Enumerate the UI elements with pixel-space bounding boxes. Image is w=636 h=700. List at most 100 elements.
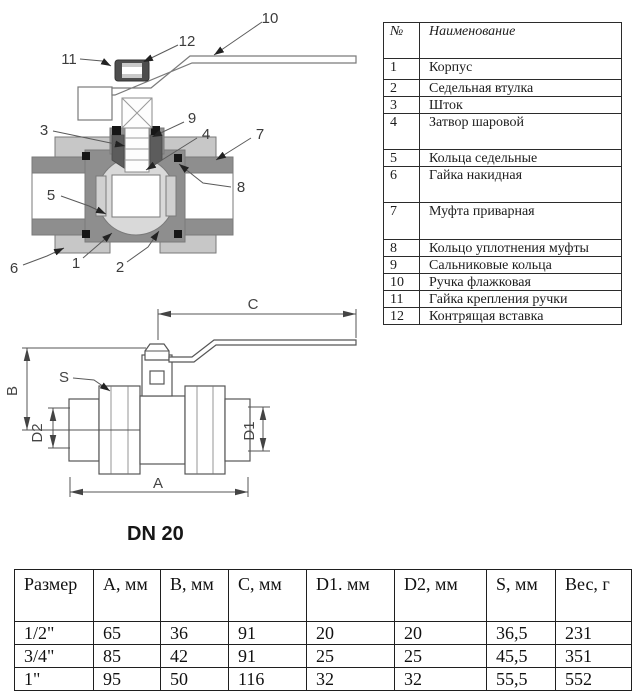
spec-cell: 85 bbox=[93, 644, 161, 668]
stem-nut-outline bbox=[144, 343, 170, 361]
dim-label-b: B bbox=[4, 386, 21, 396]
spec-cell: 1/2" bbox=[14, 621, 94, 645]
leader-line-1 bbox=[82, 232, 113, 259]
spec-cell: 91 bbox=[228, 644, 307, 668]
part-name: Седельная втулка bbox=[419, 79, 622, 97]
spec-header-d2: D2, мм bbox=[394, 569, 487, 622]
spec-cell: 231 bbox=[555, 621, 632, 645]
valve-stem bbox=[121, 97, 153, 173]
callout-2-label: 2 bbox=[116, 259, 124, 276]
leader-line-7 bbox=[215, 137, 252, 161]
spec-cell: 20 bbox=[306, 621, 395, 645]
part-num: 5 bbox=[383, 149, 420, 167]
leader-line-10 bbox=[213, 21, 263, 56]
ball-bore bbox=[111, 174, 161, 218]
spec-header-c: C, мм bbox=[228, 569, 307, 622]
spec-cell: 3/4" bbox=[14, 644, 94, 668]
leader-line-4 bbox=[145, 137, 198, 171]
leader-line-6 bbox=[22, 247, 65, 266]
part-name: Муфта приварная bbox=[419, 202, 622, 240]
part-name: Корпус bbox=[419, 58, 622, 80]
part-name: Кольца седельные bbox=[419, 149, 622, 167]
part-num: 11 bbox=[383, 290, 420, 308]
spec-cell: 116 bbox=[228, 667, 307, 691]
callout-3-label: 3 bbox=[40, 122, 48, 139]
spec-header-row: Размер A, мм B, мм C, мм D1. мм D2, мм S… bbox=[14, 569, 632, 622]
part-num: 2 bbox=[383, 79, 420, 97]
callout-7-label: 7 bbox=[256, 126, 264, 143]
callout-12-label: 12 bbox=[179, 33, 196, 50]
spec-table: Размер A, мм B, мм C, мм D1. мм D2, мм S… bbox=[14, 569, 632, 691]
valve-handle bbox=[77, 55, 357, 121]
part-name: Кольцо уплотнения муфты bbox=[419, 239, 622, 257]
spec-header-d1: D1. мм bbox=[306, 569, 395, 622]
handle-lever bbox=[111, 55, 357, 96]
pipe-stub-right bbox=[224, 398, 251, 462]
dim-label-d2: D2 bbox=[29, 423, 46, 442]
part-name: Шток bbox=[419, 96, 622, 114]
spec-cell: 351 bbox=[555, 644, 632, 668]
stem-housing-hole bbox=[149, 370, 165, 385]
callout-labels: 1 2 3 4 5 6 7 8 9 10 11 12 bbox=[10, 10, 279, 277]
part-name: Сальниковые кольца bbox=[419, 256, 622, 274]
callout-6-label: 6 bbox=[10, 260, 18, 277]
part-name: Гайка крепления ручки bbox=[419, 290, 622, 308]
dimension-lines: C B S D2 D1 A bbox=[4, 296, 357, 497]
part-num: 1 bbox=[383, 58, 420, 80]
leader-line-5 bbox=[60, 195, 107, 215]
spec-header-size: Размер bbox=[14, 569, 94, 622]
leader-line-9 bbox=[151, 121, 185, 138]
dim-label-c: C bbox=[248, 296, 259, 313]
part-num: 9 bbox=[383, 256, 420, 274]
spec-header-weight: Вес, г bbox=[555, 569, 632, 622]
callout-11-label: 11 bbox=[61, 51, 77, 68]
valve-outline bbox=[62, 339, 357, 475]
spec-cell: 55,5 bbox=[486, 667, 556, 691]
handle-grip-plate bbox=[77, 86, 113, 121]
callout-8-label: 8 bbox=[237, 179, 245, 196]
seat-ring-left bbox=[95, 175, 107, 217]
hex-nut-right bbox=[184, 385, 226, 475]
part-num: 10 bbox=[383, 273, 420, 291]
part-name: Гайка накидная bbox=[419, 166, 622, 203]
spec-cell: 25 bbox=[306, 644, 395, 668]
leader-line-s bbox=[72, 377, 111, 392]
spec-cell: 95 bbox=[93, 667, 161, 691]
part-name: Затвор шаровой bbox=[419, 113, 622, 150]
part-num: 4 bbox=[383, 113, 420, 150]
table-row: 3/4" 85 42 91 25 25 45,5 351 bbox=[14, 644, 632, 668]
spec-cell: 36 bbox=[160, 621, 229, 645]
leader-line-2 bbox=[126, 230, 160, 263]
dim-label-a: A bbox=[153, 475, 163, 492]
dimension-drawing: C B S D2 D1 A DN 20 bbox=[4, 296, 357, 545]
callout-1-label: 1 bbox=[72, 255, 80, 272]
part-num: 6 bbox=[383, 166, 420, 203]
dim-label-s: S bbox=[59, 369, 69, 386]
callout-9-label: 9 bbox=[188, 110, 196, 127]
spec-cell: 32 bbox=[306, 667, 395, 691]
spec-header-b: B, мм bbox=[160, 569, 229, 622]
spec-header-a: A, мм bbox=[93, 569, 161, 622]
part-num: 3 bbox=[383, 96, 420, 114]
part-num: 8 bbox=[383, 239, 420, 257]
part-name: Контрящая вставка bbox=[419, 307, 622, 325]
dim-label-d1: D1 bbox=[241, 421, 258, 440]
callout-10-label: 10 bbox=[262, 10, 279, 27]
part-num: 12 bbox=[383, 307, 420, 325]
spec-cell: 50 bbox=[160, 667, 229, 691]
spec-cell: 65 bbox=[93, 621, 161, 645]
spec-cell: 42 bbox=[160, 644, 229, 668]
leader-line-8 bbox=[178, 163, 232, 188]
spec-cell: 1" bbox=[14, 667, 94, 691]
part-name: Ручка флажковая bbox=[419, 273, 622, 291]
